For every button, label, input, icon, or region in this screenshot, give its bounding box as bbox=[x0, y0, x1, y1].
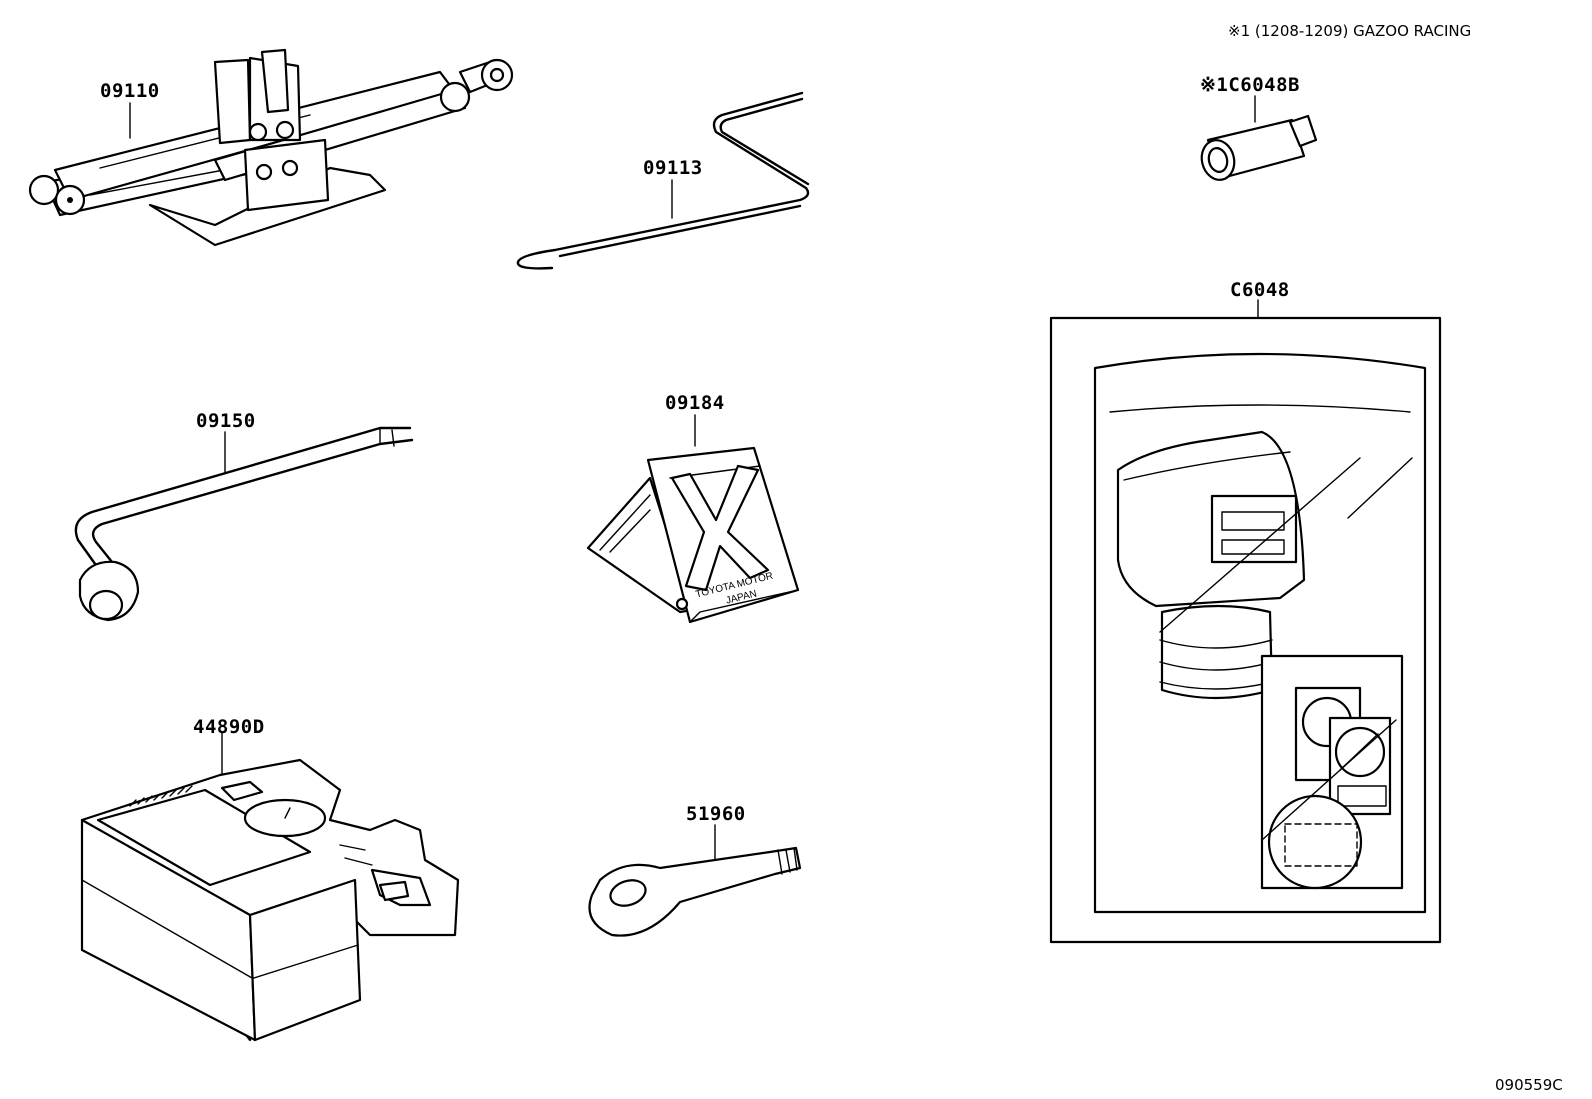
lock-socket-drawing bbox=[1200, 95, 1318, 181]
part-label-jack[interactable]: 09110 bbox=[100, 80, 160, 102]
part-label-lock-socket[interactable]: ※1C6048B bbox=[1200, 74, 1300, 96]
part-label-lug-wrench[interactable]: 09150 bbox=[196, 410, 256, 432]
variant-note: ※1 (1208-1209) GAZOO RACING bbox=[1228, 22, 1471, 40]
part-label-lock-kit[interactable]: C6048 bbox=[1230, 279, 1290, 301]
diagram-code: 090559C bbox=[1495, 1076, 1563, 1094]
tow-hook-drawing bbox=[588, 824, 802, 937]
variant-note-symbol: ※1 bbox=[1228, 22, 1251, 40]
lug-wrench-drawing bbox=[74, 426, 414, 622]
variant-note-text: (1208-1209) GAZOO RACING bbox=[1254, 22, 1472, 40]
jack-handle-drawing bbox=[516, 91, 810, 270]
part-label-jack-handle[interactable]: 09113 bbox=[643, 157, 703, 179]
scissor-jack-drawing bbox=[28, 48, 514, 247]
part-label-tow-hook[interactable]: 51960 bbox=[686, 803, 746, 825]
part-label-compressor[interactable]: 44890D bbox=[193, 716, 265, 738]
tire-compressor-drawing bbox=[80, 732, 460, 1042]
lock-kit-package-drawing bbox=[1049, 299, 1442, 944]
wheel-chock-drawing: TOYOTA MOTOR JAPAN bbox=[586, 414, 800, 624]
part-label-wheel-chock[interactable]: 09184 bbox=[665, 392, 725, 414]
